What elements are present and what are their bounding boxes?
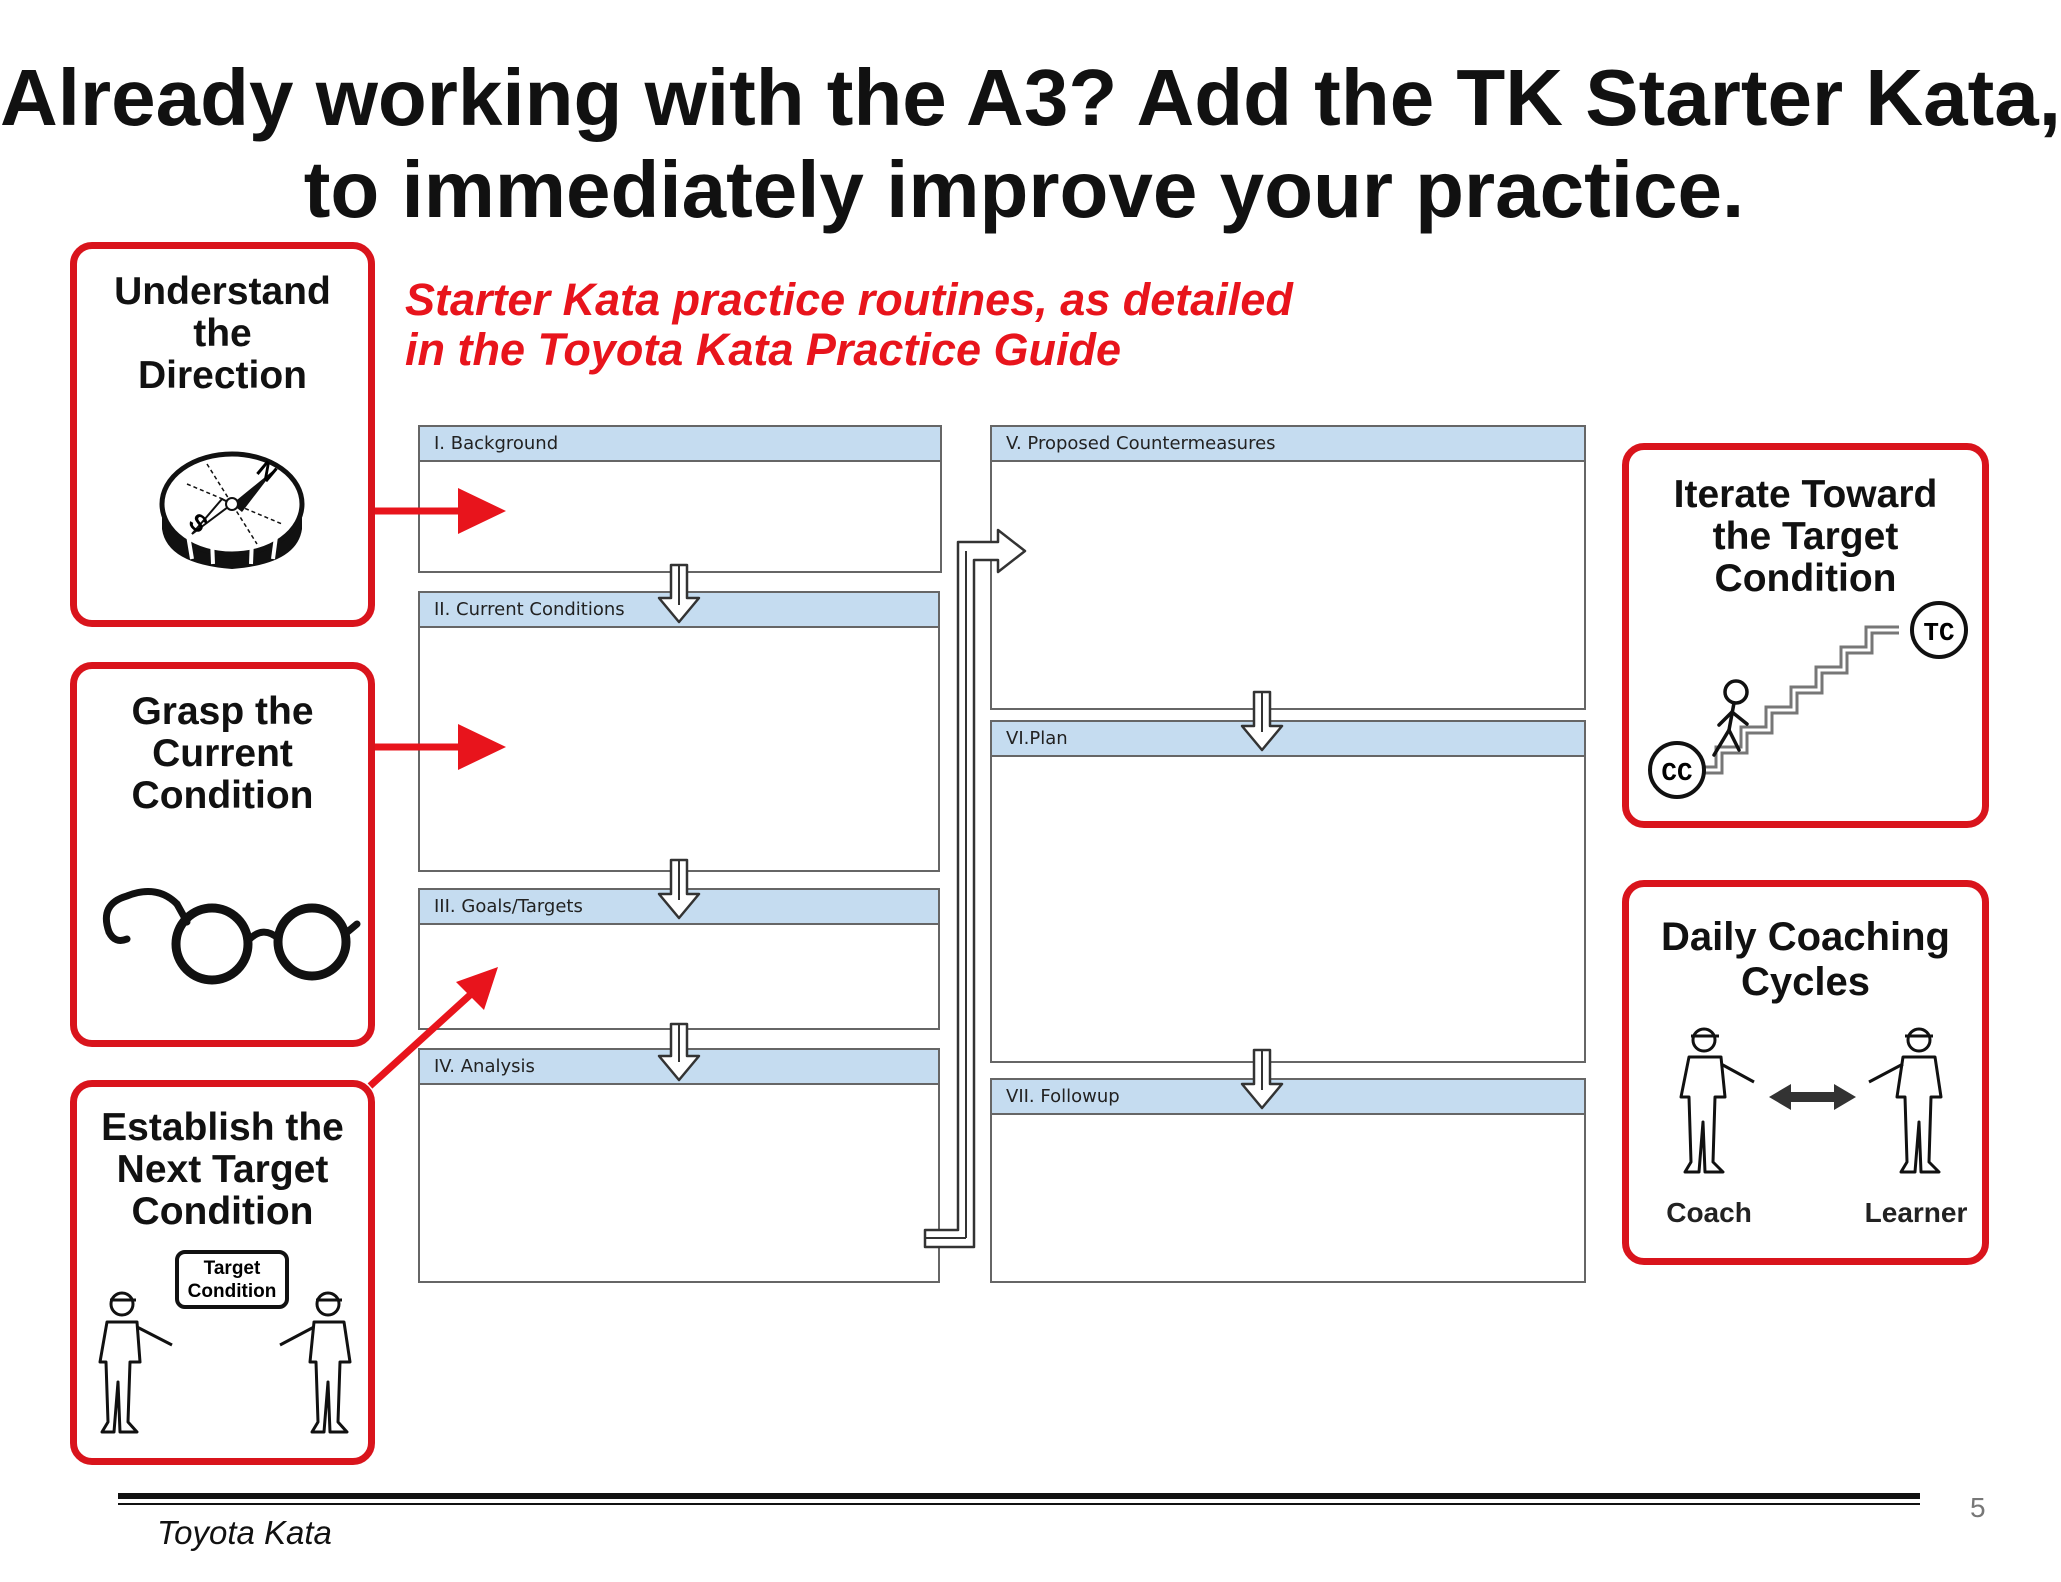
daily-coaching-heading: Daily Coaching Cycles [1629, 915, 1982, 1005]
staircase-icon: CC TC [1648, 601, 1968, 799]
footer-rule [118, 1493, 1920, 1499]
a3-current-conditions: II. Current Conditions [418, 591, 940, 872]
a3-plan: VI.Plan [990, 720, 1586, 1063]
a3-background: I. Background [418, 425, 942, 573]
slide-title: Already working with the A3? Add the TK … [0, 52, 2061, 236]
subtitle-line1: Starter Kata practice routines, as detai… [405, 274, 1293, 325]
flow-arrow-up-right-icon [923, 528, 1027, 1249]
red-arrow-icon [456, 967, 498, 1010]
heading-line: Establish the [101, 1106, 344, 1149]
heading-line: the [193, 312, 252, 355]
heading-line: Iterate Toward [1673, 473, 1938, 516]
subtitle-line2: in the Toyota Kata Practice Guide [405, 324, 1122, 375]
a3-countermeasures-header: V. Proposed Countermeasures [992, 427, 1584, 462]
heading-line: Daily Coaching [1661, 915, 1950, 959]
a3-analysis: IV. Analysis [418, 1048, 940, 1283]
heading-line: Cycles [1741, 960, 1870, 1004]
heading-line: Condition [1714, 557, 1897, 600]
cc-label: CC [1661, 758, 1692, 788]
heading-line: Direction [137, 354, 308, 397]
a3-followup: VII. Followup [990, 1078, 1586, 1283]
a3-background-header: I. Background [420, 427, 940, 462]
compass-icon: N S [159, 451, 305, 569]
coach-label: Coach [1666, 1197, 1752, 1228]
target-card-line1: Target [204, 1258, 261, 1279]
establish-target-heading: Establish the Next Target Condition [77, 1107, 368, 1233]
red-arrow-icon [458, 724, 506, 770]
red-arrow-icon [458, 488, 506, 534]
coach-learner-icon: Coach Learner [1666, 1027, 1967, 1228]
heading-line: Next Target [116, 1148, 329, 1191]
learner-label: Learner [1865, 1197, 1968, 1228]
target-card-line2: Condition [188, 1281, 277, 1302]
heading-line: Condition [131, 1190, 314, 1233]
glasses-icon [102, 888, 361, 985]
slide-title-line1: Already working with the A3? Add the TK … [0, 53, 2061, 142]
iterate-toward-box: Iterate Toward the Target Condition CC T… [1622, 443, 1989, 828]
subtitle: Starter Kata practice routines, as detai… [405, 275, 1293, 375]
heading-line: Understand [114, 270, 331, 313]
heading-line: Condition [131, 774, 314, 817]
footer-brand: Toyota Kata [157, 1514, 332, 1551]
heading-line: Current [152, 732, 293, 775]
establish-target-box: Establish the Next Target Condition Targ… [70, 1080, 375, 1465]
heading-line: Grasp the [131, 690, 314, 733]
page-number: 5 [1970, 1492, 1986, 1523]
iterate-toward-heading: Iterate Toward the Target Condition [1629, 474, 1982, 600]
slide-title-line2: to immediately improve your practice. [303, 145, 1745, 234]
people-icon: Target Condition [98, 1250, 352, 1434]
footer-rule-thin [118, 1503, 1920, 1505]
understand-direction-heading: Understand the Direction [77, 271, 368, 397]
grasp-current-heading: Grasp the Current Condition [77, 691, 368, 817]
a3-countermeasures: V. Proposed Countermeasures [990, 425, 1586, 710]
tc-label: TC [1923, 618, 1954, 648]
understand-direction-box: Understand the Direction N S [70, 242, 375, 627]
grasp-current-box: Grasp the Current Condition [70, 662, 375, 1047]
a3-followup-header: VII. Followup [992, 1080, 1584, 1115]
daily-coaching-box: Daily Coaching Cycles Coach Learner [1622, 880, 1989, 1265]
heading-line: the Target [1712, 515, 1899, 558]
a3-plan-header: VI.Plan [992, 722, 1584, 757]
